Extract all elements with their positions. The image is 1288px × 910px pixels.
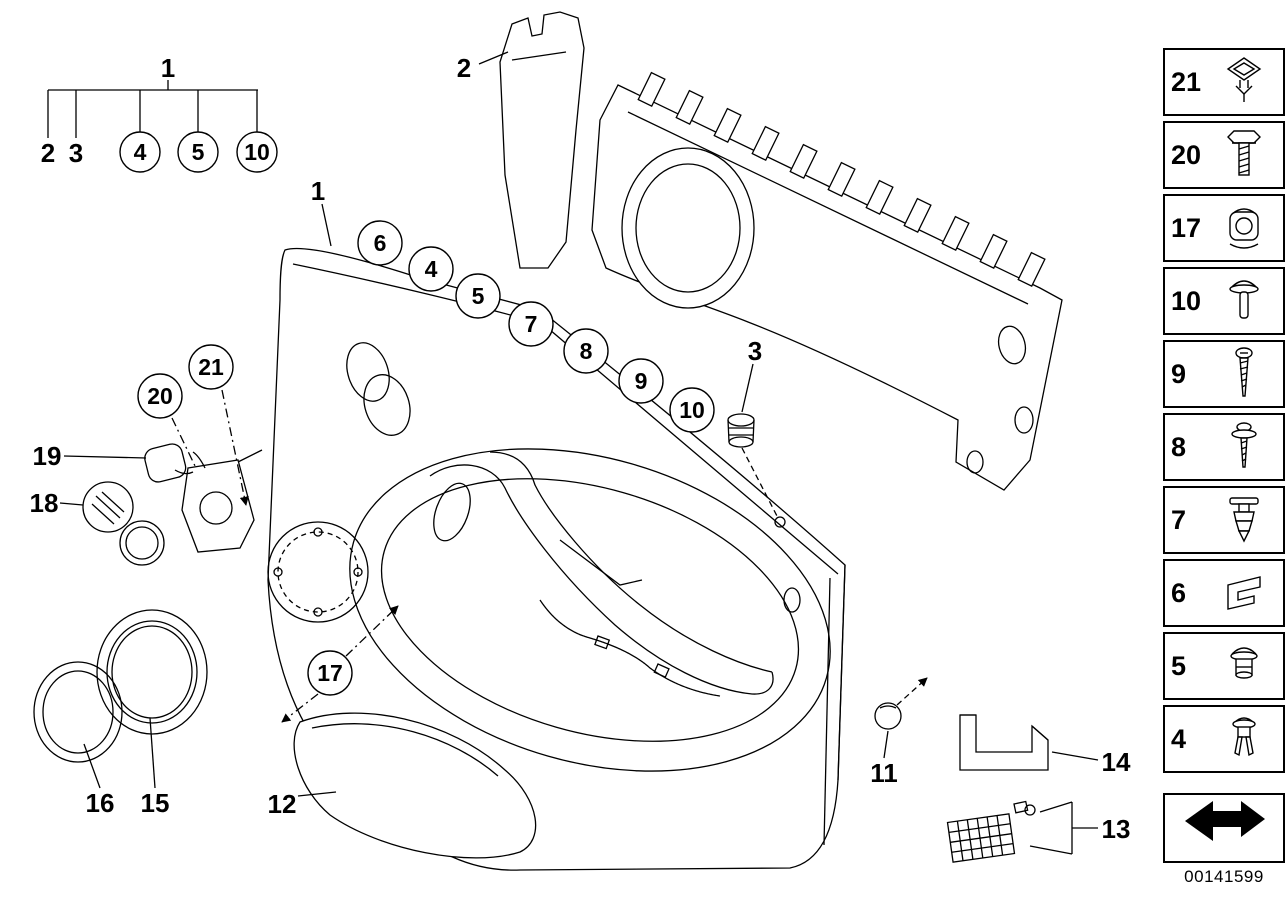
fastener-number: 7 bbox=[1171, 504, 1187, 535]
svg-text:10: 10 bbox=[679, 397, 705, 423]
fastener-cell-20[interactable]: 20 bbox=[1163, 121, 1285, 189]
callout-12[interactable]: 12 bbox=[268, 789, 297, 819]
speaker-ring-parts bbox=[33, 609, 208, 763]
callout-1[interactable]: 1 bbox=[311, 176, 325, 206]
svg-text:6: 6 bbox=[374, 230, 387, 256]
legend-item-3[interactable]: 3 bbox=[69, 138, 83, 168]
svg-text:5: 5 bbox=[472, 283, 485, 309]
svg-text:7: 7 bbox=[525, 311, 538, 337]
exploded-view-drawing: 1 2 3 4 5 10 2 1 3 19 18 16 15 12 bbox=[30, 11, 1131, 871]
callout-18[interactable]: 18 bbox=[30, 488, 59, 518]
cage-nut-clip-icon bbox=[1209, 200, 1279, 256]
legend-circle-5[interactable]: 5 bbox=[177, 131, 219, 173]
legend-item-2[interactable]: 2 bbox=[41, 138, 55, 168]
fastener-cell-5[interactable]: 5 bbox=[1163, 632, 1285, 700]
fastener-cell-4[interactable]: 4 bbox=[1163, 705, 1285, 773]
fastener-number: 5 bbox=[1171, 650, 1187, 681]
callout-circle-7[interactable]: 7 bbox=[508, 301, 554, 347]
svg-text:20: 20 bbox=[147, 383, 173, 409]
lamp-lens-bracket-parts bbox=[82, 443, 263, 566]
fastener-cell-6[interactable]: 6 bbox=[1163, 559, 1285, 627]
callout-circle-9[interactable]: 9 bbox=[618, 358, 664, 404]
fastener-cell-9[interactable]: 9 bbox=[1163, 340, 1285, 408]
grommet-icon bbox=[1209, 638, 1279, 694]
mushroom-push-pin-icon bbox=[1209, 273, 1279, 329]
tapping-screw-icon bbox=[1209, 346, 1279, 402]
expanding-rivet-icon bbox=[1209, 711, 1279, 767]
callout-14[interactable]: 14 bbox=[1102, 747, 1131, 777]
hex-bolt-icon bbox=[1209, 127, 1279, 183]
callout-11[interactable]: 11 bbox=[870, 758, 898, 788]
callout-circle-4[interactable]: 4 bbox=[408, 246, 454, 292]
fastener-thumbnail-column: 21 20 bbox=[1163, 48, 1285, 773]
callout-circle-21[interactable]: 21 bbox=[188, 344, 234, 390]
speaker-recess bbox=[267, 521, 369, 623]
legend-circle-10[interactable]: 10 bbox=[236, 131, 278, 173]
fastener-cell-8[interactable]: 8 bbox=[1163, 413, 1285, 481]
fastener-number: 17 bbox=[1171, 212, 1202, 243]
fastener-number: 8 bbox=[1171, 431, 1187, 462]
callout-circle-8[interactable]: 8 bbox=[563, 328, 609, 374]
nav-arrow-icon bbox=[1179, 799, 1269, 858]
fastener-cell-10[interactable]: 10 bbox=[1163, 267, 1285, 335]
svg-text:4: 4 bbox=[425, 256, 438, 282]
fastener-number: 10 bbox=[1171, 285, 1202, 316]
entry-lamp-part bbox=[946, 800, 1036, 863]
callout-3[interactable]: 3 bbox=[748, 336, 762, 366]
door-pocket-part bbox=[293, 712, 537, 859]
fastener-number: 6 bbox=[1171, 577, 1187, 608]
legend-circle-4[interactable]: 4 bbox=[119, 131, 161, 173]
svg-text:10: 10 bbox=[244, 139, 270, 165]
svg-text:8: 8 bbox=[580, 338, 593, 364]
expanding-rivet-diamond-icon bbox=[1209, 54, 1279, 110]
svg-text:9: 9 bbox=[635, 368, 648, 394]
door-opener-handle-part bbox=[429, 451, 774, 697]
legend-root-label[interactable]: 1 bbox=[161, 53, 175, 83]
svg-text:5: 5 bbox=[192, 139, 205, 165]
callout-labels: 1 2 3 4 5 10 2 1 3 19 18 16 15 12 bbox=[30, 53, 1131, 844]
callout-16[interactable]: 16 bbox=[86, 788, 115, 818]
callout-circle-17[interactable]: 17 bbox=[307, 650, 353, 696]
sheet-metal-clip-icon bbox=[1209, 565, 1279, 621]
callout-circle-5[interactable]: 5 bbox=[455, 273, 501, 319]
carrier-panel-part bbox=[499, 11, 1063, 491]
callout-13[interactable]: 13 bbox=[1102, 814, 1131, 844]
expansion-plug-icon bbox=[1209, 492, 1279, 548]
fastener-cell-21[interactable]: 21 bbox=[1163, 48, 1285, 116]
grommet-part bbox=[727, 413, 755, 448]
svg-text:21: 21 bbox=[198, 354, 224, 380]
carrier-comb-teeth bbox=[637, 71, 1046, 288]
fastener-number: 4 bbox=[1171, 723, 1187, 754]
svg-text:17: 17 bbox=[317, 660, 343, 686]
callout-circle-20[interactable]: 20 bbox=[137, 373, 183, 419]
fastener-number: 20 bbox=[1171, 139, 1202, 170]
nav-arrow-box[interactable] bbox=[1163, 793, 1285, 863]
callout-2[interactable]: 2 bbox=[457, 53, 471, 83]
fastener-cell-17[interactable]: 17 bbox=[1163, 194, 1285, 262]
callout-circle-10[interactable]: 10 bbox=[669, 387, 715, 433]
plug-part bbox=[874, 702, 902, 730]
callout-15[interactable]: 15 bbox=[141, 788, 170, 818]
screw-with-washer-icon bbox=[1209, 419, 1279, 475]
fastener-cell-7[interactable]: 7 bbox=[1163, 486, 1285, 554]
fastener-number: 9 bbox=[1171, 358, 1187, 389]
svg-text:4: 4 bbox=[134, 139, 147, 165]
handle-cover-part bbox=[959, 714, 1049, 771]
leader-lines bbox=[47, 51, 1099, 855]
callout-19[interactable]: 19 bbox=[33, 441, 62, 471]
fastener-number: 21 bbox=[1171, 66, 1202, 97]
drawing-code: 00141599 bbox=[1184, 867, 1264, 886]
callout-circle-6[interactable]: 6 bbox=[357, 220, 403, 266]
